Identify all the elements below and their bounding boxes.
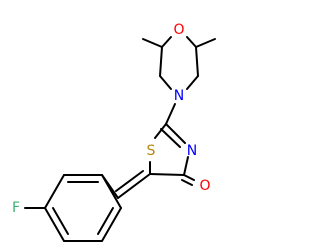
atom-oxygen-carbonyl: O xyxy=(199,178,210,194)
atom-sulfur: S xyxy=(147,143,156,159)
bond-o-c2 xyxy=(161,36,172,48)
bond-o-c6 xyxy=(186,36,197,48)
phenyl-bond-2 xyxy=(44,174,65,209)
phenyl-bond-3 xyxy=(44,207,65,242)
bond-n3-c4 xyxy=(183,156,189,176)
phenyl-bond-5-inner xyxy=(97,207,114,235)
bond-c5-n xyxy=(186,75,199,90)
bond-c6-ch3 xyxy=(195,38,216,48)
structure-canvas: O N S N O F xyxy=(11,22,216,242)
bond-c2-ch3 xyxy=(142,38,163,48)
atom-fluorine: F xyxy=(12,200,20,216)
bond-c4-o-b xyxy=(181,179,193,186)
bond-c2-n3-b xyxy=(160,128,181,148)
atom-oxygen-morpholine: O xyxy=(173,22,184,38)
bond-c6-c5 xyxy=(195,46,199,77)
bond-c3-n xyxy=(159,75,172,90)
phenyl-bond-3-inner xyxy=(52,207,69,235)
bond-c2-c3 xyxy=(159,46,163,77)
molecule-structure: O N S N O F xyxy=(12,22,216,242)
phenyl-bond-5 xyxy=(101,207,122,242)
bond-c4-o-a xyxy=(183,174,195,181)
bond-n-c2thiazole xyxy=(165,103,176,125)
bond-c2-n3-a xyxy=(165,123,186,144)
bond-exo-b xyxy=(115,170,144,192)
bond-c2-s xyxy=(154,123,167,139)
bond-c4-c5 xyxy=(149,173,185,176)
bond-exo-a xyxy=(117,173,151,199)
phenyl-bond-6 xyxy=(101,174,122,209)
atom-nitrogen-thiazole: N xyxy=(187,143,197,159)
atom-nitrogen-morpholine: N xyxy=(174,88,184,104)
